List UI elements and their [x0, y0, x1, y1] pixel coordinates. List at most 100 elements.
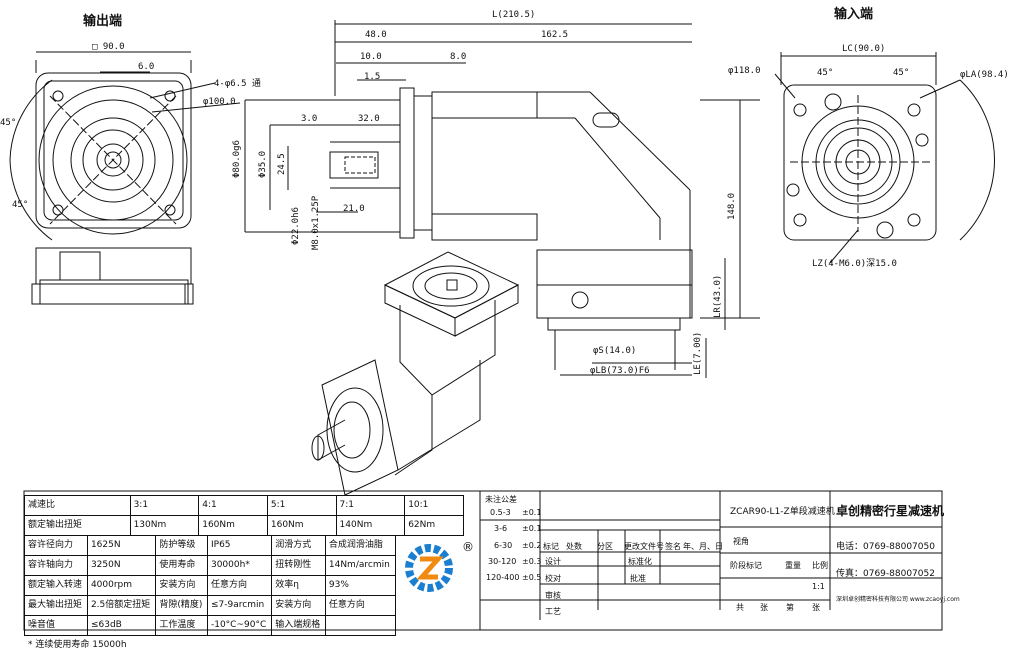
- param-label: 最大输出扭矩: [24, 595, 88, 616]
- table-row: 容许径向力 1625N 防护等级 IP65 润滑方式 合成润滑油脂: [24, 535, 397, 556]
- ratio-cell: 3:1: [129, 495, 200, 516]
- title-block-frame: [23, 490, 943, 631]
- tolerance-value: ±0.1: [522, 508, 542, 517]
- param-value: IP65: [206, 535, 273, 556]
- tolerance-value: ±0.1: [522, 524, 542, 533]
- phone: 电话：0769-88007050: [836, 542, 935, 552]
- dim-24-5: 24.5: [277, 153, 287, 175]
- company-name: 卓创精密行星减速机: [836, 504, 945, 518]
- dim-angle-45-b: 45°: [12, 200, 29, 210]
- dim-162-5: 162.5: [541, 30, 569, 40]
- dim-LB: φLB(73.0)F6: [590, 366, 650, 376]
- stage-mark-label: 阶段标记: [730, 561, 762, 570]
- param-label: 安装方向: [271, 595, 326, 616]
- revision-label: 分区: [597, 542, 613, 551]
- param-label: 噪音值: [24, 615, 88, 636]
- revision-label: 更改文件号: [624, 542, 664, 551]
- param-label: 容许径向力: [24, 535, 88, 556]
- ratio-label: 减速比: [24, 495, 131, 516]
- tolerance-range: 0.5-3: [490, 508, 511, 517]
- torque-cell: 62Nm: [404, 515, 464, 536]
- table-row: 最大输出扭矩 2.5倍额定扭矩 背隙(精度) ≤7-9arcmin 安装方向 任…: [24, 595, 397, 616]
- revision-label: 签名: [665, 542, 681, 551]
- standardize-label: 标准化: [628, 557, 652, 566]
- param-value: 合成润滑油脂: [324, 535, 397, 556]
- dim-angle-45-c: 45°: [817, 68, 834, 78]
- weight-label: 重量: [785, 561, 801, 570]
- dim-pcd-100: φ100.0: [203, 97, 236, 107]
- scale-value: 1:1: [812, 582, 825, 591]
- torque-cell: 130Nm: [129, 515, 200, 536]
- output-view-title: 输出端: [83, 14, 123, 29]
- sheet-label: 共: [736, 603, 744, 612]
- ratio-row: 减速比 3:1 4:1 5:1 7:1 10:1: [24, 495, 464, 516]
- spec-params-table: 容许径向力 1625N 防护等级 IP65 润滑方式 合成润滑油脂 容许轴向力 …: [24, 535, 397, 636]
- param-value: 任意方向: [206, 575, 273, 596]
- dim-8: 8.0: [450, 52, 467, 62]
- table-row: 噪音值 ≤63dB 工作温度 -10°C~90°C 输入端规格: [24, 615, 397, 636]
- registered-mark: ®: [462, 540, 474, 554]
- param-label: 安装方向: [155, 575, 208, 596]
- isometric-view: [311, 251, 520, 496]
- param-value: 3250N: [86, 555, 157, 576]
- param-label: 工作温度: [155, 615, 208, 636]
- param-label: 容许轴向力: [24, 555, 88, 576]
- dim-LZ: LZ(4-M6.0)深15.0: [812, 259, 897, 269]
- sheet-label: 第: [786, 603, 794, 612]
- dim-angle-45-d: 45°: [893, 68, 910, 78]
- torque-cell: 140Nm: [335, 515, 406, 536]
- param-label: 背隙(精度): [155, 595, 208, 616]
- dim-3: 3.0: [301, 114, 318, 124]
- revision-label: 标记: [543, 542, 559, 551]
- spec-table: 减速比 3:1 4:1 5:1 7:1 10:1 额定输出扭矩 130Nm 16…: [24, 495, 464, 536]
- param-value: 任意方向: [324, 595, 397, 616]
- dim-6: 6.0: [138, 62, 155, 72]
- dim-32: 32.0: [358, 114, 380, 124]
- torque-cell: 160Nm: [198, 515, 268, 536]
- ratio-cell: 7:1: [335, 495, 406, 516]
- tolerance-range: 3-6: [494, 524, 508, 533]
- projection-label: 视角: [733, 537, 749, 546]
- dim-angle-45-a: 45°: [0, 118, 17, 128]
- torque-cell: 160Nm: [266, 515, 337, 536]
- dim-21: 21.0: [343, 204, 365, 214]
- input-view-title: 输入端: [834, 7, 874, 22]
- dim-1-5: 1.5: [364, 72, 381, 82]
- product-name: ZCAR90-L1-Z单段减速机: [730, 507, 835, 517]
- param-label: 使用寿命: [155, 555, 208, 576]
- dim-22h6: Φ22.0h6: [291, 207, 301, 245]
- dim-48: 48.0: [365, 30, 387, 40]
- param-value: 1625N: [86, 535, 157, 556]
- param-value: 93%: [324, 575, 397, 596]
- dim-LC: LC(90.0): [842, 44, 886, 54]
- param-value: ≤7-9arcmin: [206, 595, 273, 616]
- dim-118: φ118.0: [728, 66, 761, 76]
- table-row: 容许轴向力 3250N 使用寿命 30000h* 扭转刚性 14Nm/arcmi…: [24, 555, 397, 576]
- param-value: 2.5倍额定扭矩: [86, 595, 157, 616]
- dim-80g6: Φ80.0g6: [232, 140, 242, 178]
- sheet-label: 张: [812, 603, 820, 612]
- sheet-label: 张: [760, 603, 768, 612]
- ratio-cell: 10:1: [404, 495, 464, 516]
- param-label: 效率η: [271, 575, 326, 596]
- company-logo: [405, 544, 453, 592]
- footnote: * 连续使用寿命 15000h: [28, 640, 127, 650]
- param-label: 润滑方式: [271, 535, 326, 556]
- side-view: [244, 20, 760, 378]
- approve-label: 批准: [630, 574, 646, 583]
- dim-LA: φLA(98.4): [960, 70, 1009, 80]
- revision-label: 年、月、日: [683, 542, 723, 551]
- tolerance-title: 未注公差: [485, 495, 517, 504]
- param-label: 输入端规格: [271, 615, 326, 636]
- param-value: 4000rpm: [86, 575, 157, 596]
- dim-148: 148.0: [727, 192, 737, 220]
- dim-10: 10.0: [360, 52, 382, 62]
- param-label: 防护等级: [155, 535, 208, 556]
- scale-label: 比例: [812, 561, 828, 570]
- table-row: 额定输入转速 4000rpm 安装方向 任意方向 效率η 93%: [24, 575, 397, 596]
- dim-m8: M8.0x1.25P: [311, 195, 321, 250]
- dim-35: Φ35.0: [258, 150, 268, 178]
- input-flange-view: [774, 52, 995, 264]
- dim-LR: LR(43.0): [713, 274, 723, 318]
- param-value: -10°C~90°C: [206, 615, 273, 636]
